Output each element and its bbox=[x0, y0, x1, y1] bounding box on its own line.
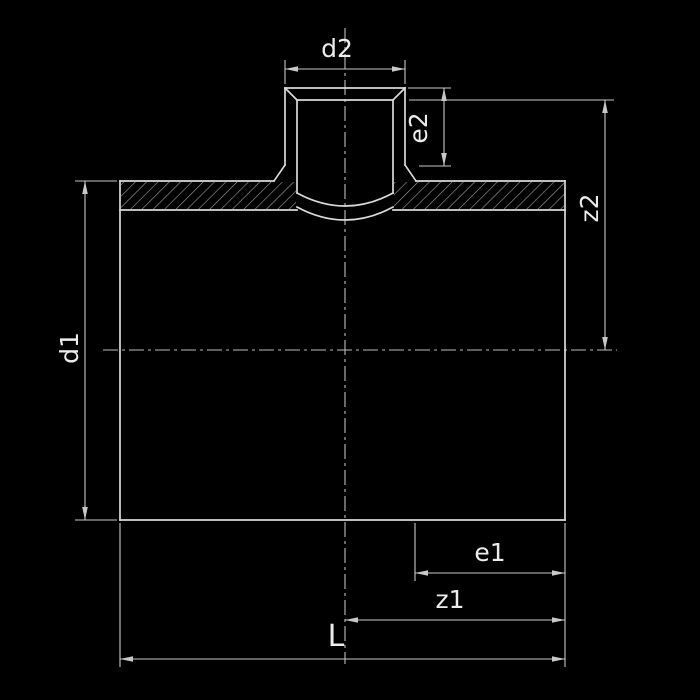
dimension-L: L bbox=[119, 523, 566, 667]
branch-chamfer-right bbox=[391, 86, 407, 102]
saddle-arc-inner bbox=[295, 191, 395, 207]
z2-label: z2 bbox=[575, 193, 604, 222]
branch-chamfer-left bbox=[283, 86, 299, 102]
hatch-band-left bbox=[121, 182, 296, 209]
dimension-d1: d1 bbox=[55, 180, 117, 521]
d1-label: d1 bbox=[55, 332, 84, 364]
d2-label: d2 bbox=[321, 34, 353, 63]
z1-label: z1 bbox=[435, 585, 464, 614]
dimension-e2: e2 bbox=[404, 87, 451, 167]
e2-label: e2 bbox=[404, 112, 433, 143]
hatch-band-right bbox=[394, 182, 564, 209]
L-label: L bbox=[328, 619, 345, 654]
saddle-arc-outer bbox=[295, 205, 395, 221]
pipe-body-outline bbox=[119, 180, 566, 521]
branch-flare-left bbox=[272, 163, 287, 183]
dimension-z2: z2 bbox=[409, 99, 614, 350]
dimension-z1: z1 bbox=[345, 585, 565, 623]
branch-outlet-outline bbox=[272, 86, 418, 194]
e1-label: e1 bbox=[474, 538, 505, 567]
dimension-d2: d2 bbox=[284, 34, 406, 84]
branch-flare-right bbox=[403, 163, 418, 183]
dimension-e1: e1 bbox=[414, 523, 565, 581]
